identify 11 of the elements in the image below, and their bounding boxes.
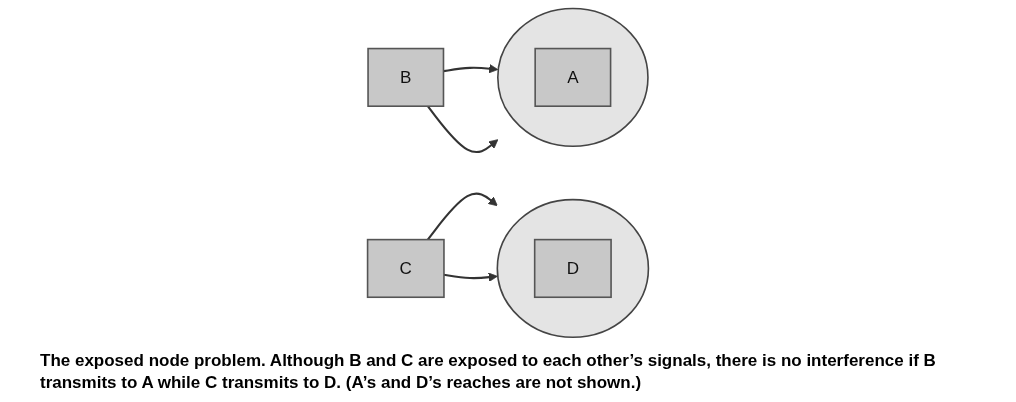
cluster <box>497 7 649 147</box>
arrow <box>426 192 498 241</box>
arrow <box>443 272 498 282</box>
node-box: C <box>366 238 445 299</box>
arrow <box>426 105 499 154</box>
cluster <box>496 198 650 339</box>
node-box: A <box>534 47 612 107</box>
figure-caption: The exposed node problem. Although B and C are exposed to each other’s signals, there is no interference if B transmits to A while C transmits to D. (A’s and D’s reaches are not shown.) <box>39 349 937 394</box>
node-box: D <box>533 238 612 299</box>
node-box: B <box>367 47 445 107</box>
arrow <box>443 64 499 74</box>
